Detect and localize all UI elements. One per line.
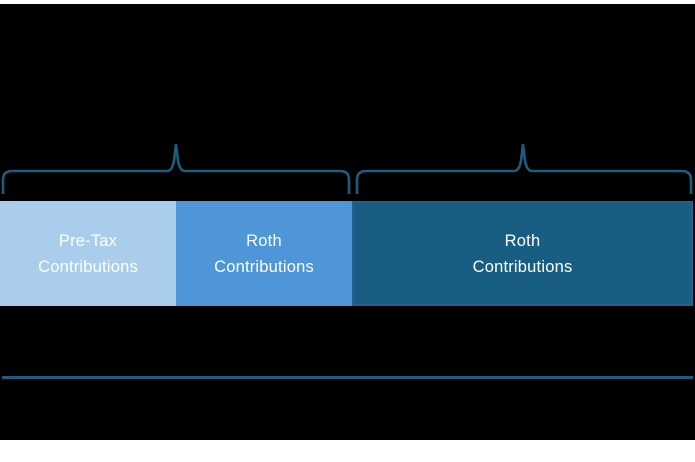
contribution-segments: Pre-Tax Contributions Roth Contributions… bbox=[0, 201, 693, 306]
segment-label-line1: Pre-Tax bbox=[58, 231, 118, 250]
divider-line bbox=[2, 376, 693, 379]
segment-label-line2: Contributions bbox=[214, 257, 314, 276]
segment-label-line1: Roth bbox=[246, 231, 282, 250]
segment-label-line2: Contributions bbox=[472, 257, 573, 276]
segment-label-line1: Roth bbox=[504, 231, 541, 250]
left-brace-icon bbox=[1, 143, 351, 194]
segment-roth-contributions-large: Roth Contributions bbox=[352, 201, 693, 306]
segment-roth-contributions-small: Roth Contributions bbox=[176, 201, 352, 306]
grouping-braces bbox=[1, 143, 693, 194]
segment-label-line2: Contributions bbox=[38, 257, 138, 276]
right-brace-icon bbox=[355, 143, 693, 194]
segment-pretax-contributions: Pre-Tax Contributions bbox=[0, 201, 176, 306]
